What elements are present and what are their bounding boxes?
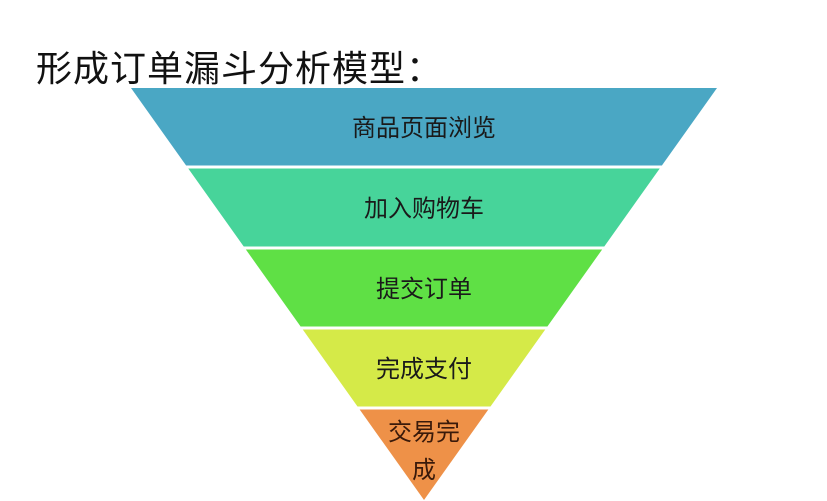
funnel-stage-label: 商品页面浏览 xyxy=(352,114,496,142)
funnel-stage-2: 加入购物车 xyxy=(188,168,660,247)
funnel-stage-5 xyxy=(359,409,489,500)
funnel-stage-shape xyxy=(302,329,546,407)
funnel-stage-shape xyxy=(131,88,717,166)
page-title: 形成订单漏斗分析模型： xyxy=(36,49,444,90)
funnel-stage-shape xyxy=(245,249,603,327)
funnel-stage-1: 商品页面浏览 xyxy=(131,88,717,166)
funnel-stage-4: 完成支付 xyxy=(302,329,546,407)
funnel-stage-label: 加入购物车 xyxy=(364,195,484,223)
funnel-stage-label: 完成支付 xyxy=(376,355,472,383)
funnel-stage-shape xyxy=(359,409,489,500)
funnel-stage-label: 交易完成 xyxy=(388,418,460,484)
funnel-stage-shape xyxy=(188,168,660,247)
funnel-stage-label: 提交订单 xyxy=(376,275,472,303)
funnel-stage-3: 提交订单 xyxy=(245,249,603,327)
